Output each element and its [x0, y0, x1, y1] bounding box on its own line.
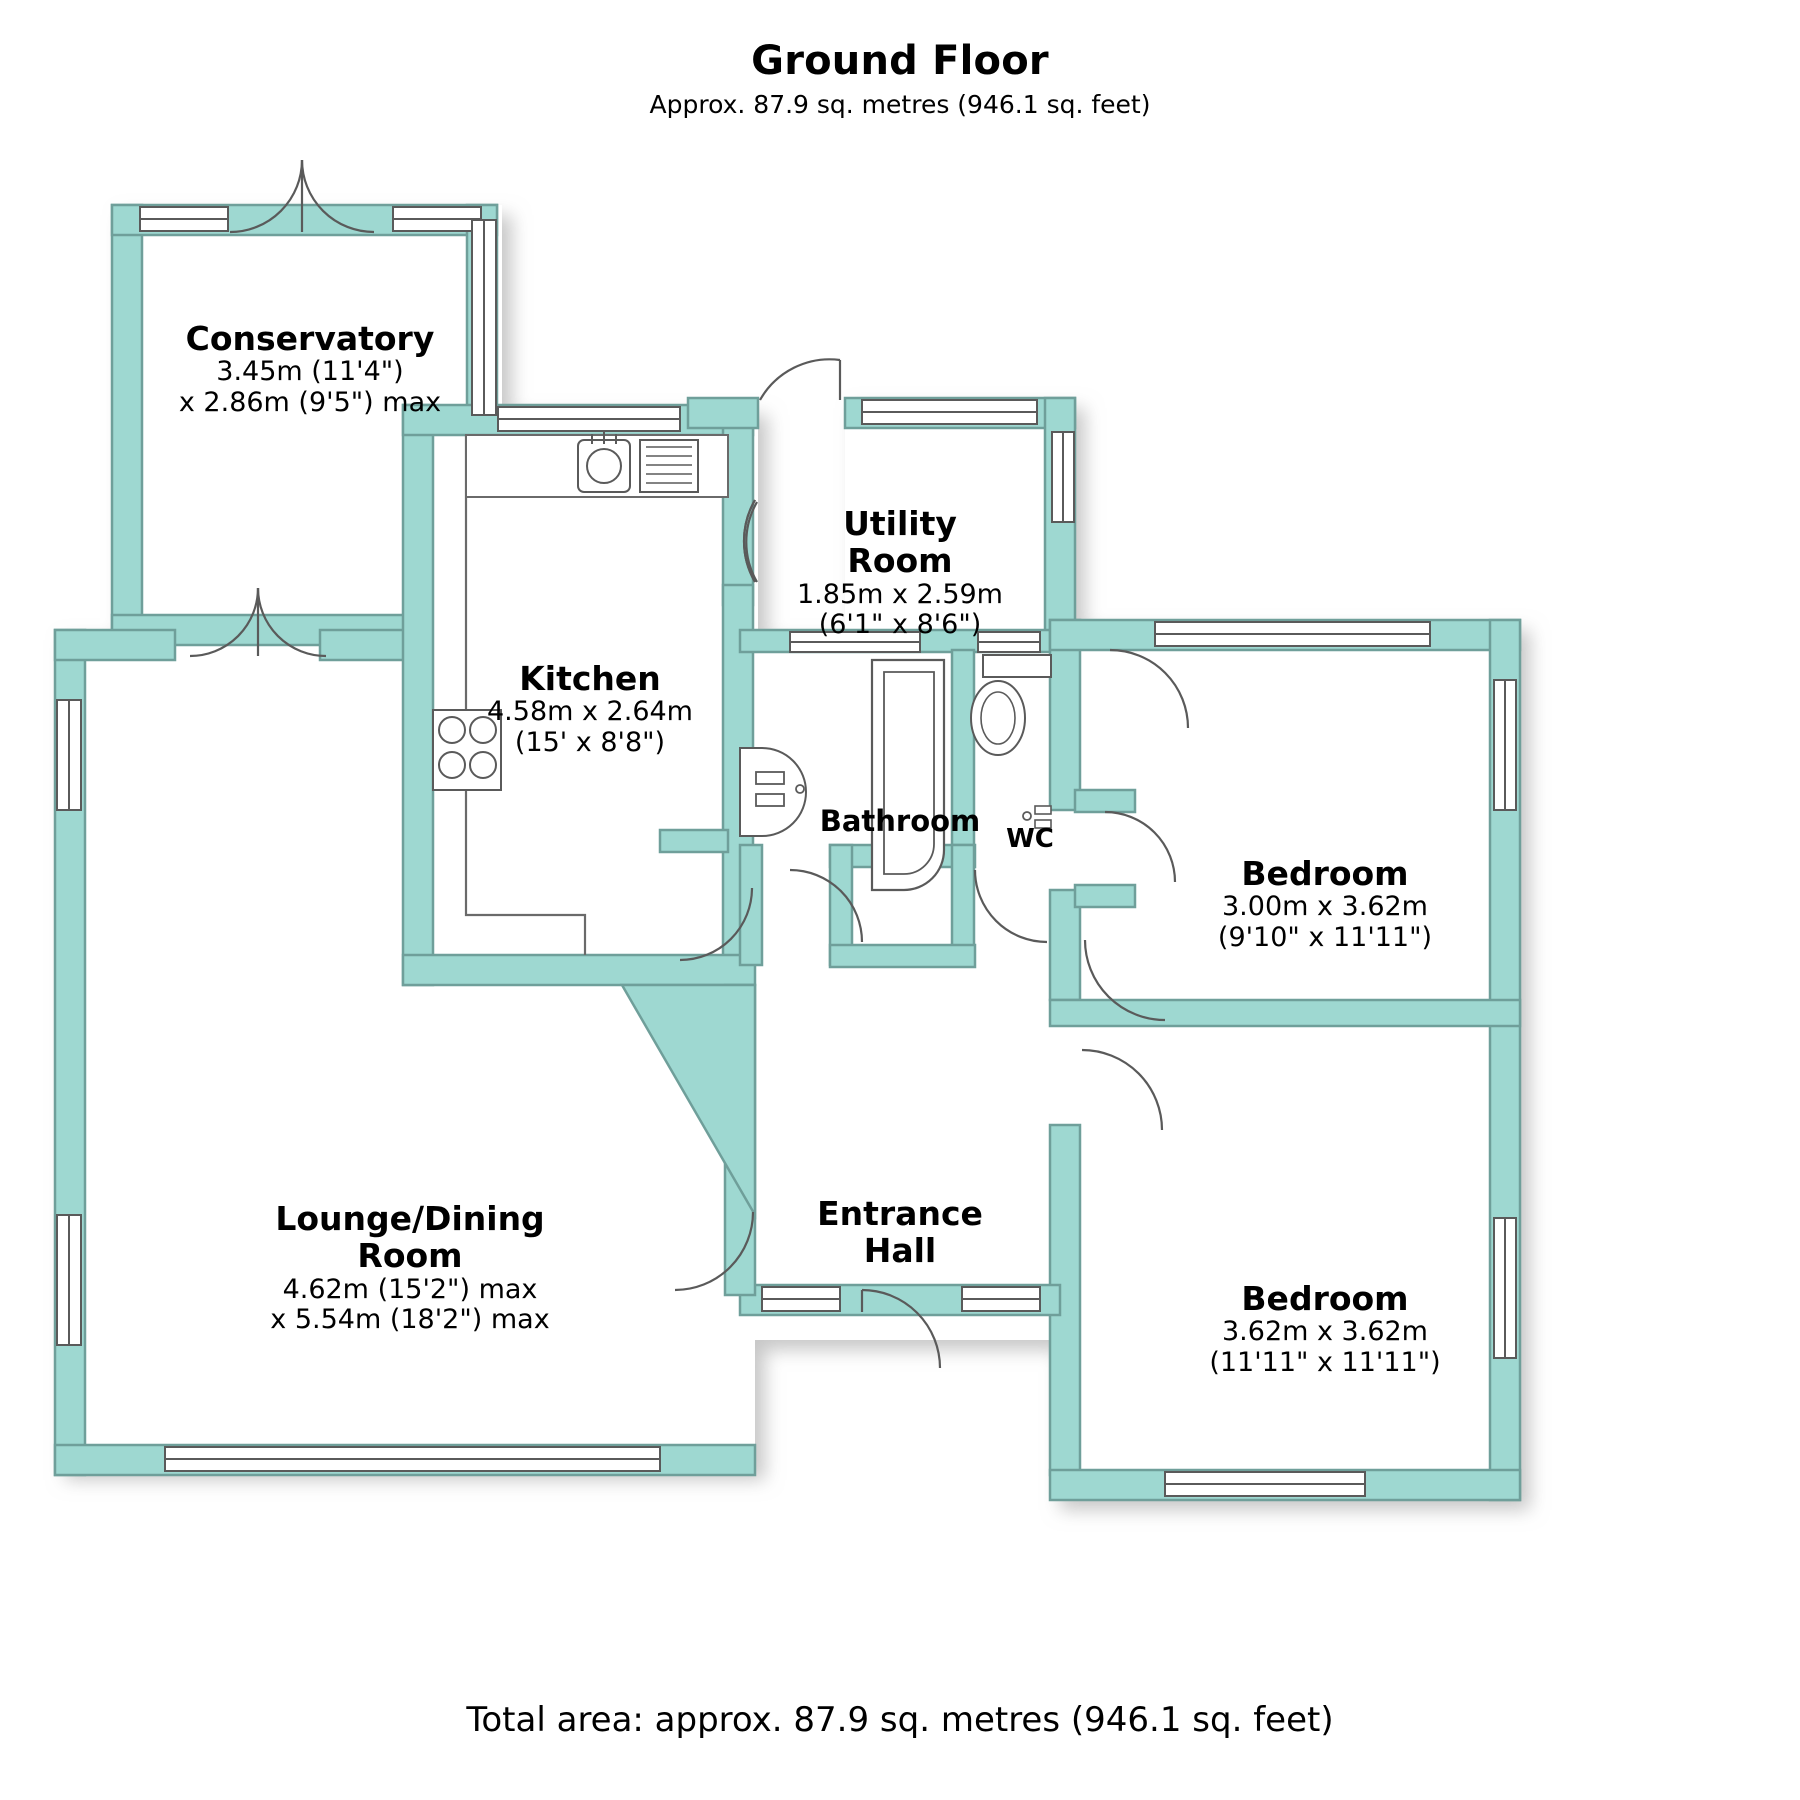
- window-kitchen-top: [497, 406, 681, 432]
- window-bedroom2-bottom: [1164, 1471, 1366, 1497]
- windows: [56, 206, 1517, 1497]
- door-utility-external: [759, 358, 842, 401]
- door-conservatory-french: [229, 159, 375, 234]
- utility-name-1: Utility: [843, 504, 957, 543]
- window-wc-top: [977, 631, 1041, 653]
- bathroom-name: Bathroom: [819, 804, 981, 838]
- kitchen-name: Kitchen: [519, 659, 661, 698]
- window-hall-bottom-right: [961, 1286, 1041, 1312]
- entrance-hall-name-1: Entrance: [817, 1194, 983, 1233]
- bedroom2-dim-1: 3.62m x 3.62m: [1222, 1316, 1428, 1348]
- utility-name-2: Room: [847, 541, 953, 581]
- room-label-conservatory: Conservatory 3.45m (11'4") x 2.86m (9'5"…: [60, 320, 560, 418]
- bedroom1-dim-1: 3.00m x 3.62m: [1222, 891, 1428, 923]
- wc-name: WC: [1006, 824, 1054, 854]
- sink-icon: [577, 432, 631, 493]
- utility-dim-1: 1.85m x 2.59m: [797, 578, 1003, 610]
- window-lounge-left-lower: [56, 1214, 82, 1346]
- page-subtitle: Approx. 87.9 sq. metres (946.1 sq. feet): [649, 90, 1151, 119]
- bedroom2-name: Bedroom: [1241, 1279, 1409, 1318]
- window-lounge-bottom: [164, 1446, 661, 1472]
- fixtures: [432, 432, 1052, 892]
- room-label-bedroom-1: Bedroom 3.00m x 3.62m (9'10" x 11'11"): [1110, 855, 1540, 953]
- wall-conservatory-left: [110, 203, 144, 647]
- kitchen-dim-2: (15' x 8'8"): [514, 726, 666, 758]
- hob-icon: [432, 709, 502, 791]
- inner-lines: [464, 435, 587, 955]
- room-label-lounge-dining-room: Lounge/Dining Room 4.62m (15'2") max x 5…: [175, 1200, 645, 1336]
- entrance-hall-name-2: Hall: [863, 1231, 937, 1271]
- lounge-name-1: Lounge/Dining: [275, 1199, 545, 1238]
- door-kitchen-hall: [742, 499, 756, 583]
- wall-hall-nook-b: [1073, 883, 1137, 909]
- toilet-icon: [970, 654, 1052, 756]
- wall-kitchen-stub: [658, 828, 730, 854]
- window-hall-bottom-left: [761, 1286, 841, 1312]
- window-utility-right: [1051, 431, 1075, 523]
- wall-lounge-topleft: [53, 628, 177, 662]
- door-bedroom2: [1083, 939, 1166, 1022]
- basin-icon: [739, 747, 807, 837]
- window-conservatory-top-right: [392, 206, 482, 232]
- wall-hall-nook-a: [1073, 788, 1137, 814]
- wall-kitchen-utility-link: [686, 396, 760, 430]
- window-bedroom2-right: [1493, 1217, 1517, 1359]
- room-label-utility-room: Utility Room 1.85m x 2.59m (6'1" x 8'6"): [760, 505, 1040, 641]
- door-hall-cupboard: [973, 869, 1048, 944]
- door-lounge-hall: [674, 1211, 755, 1292]
- wall-lounge-splay: [619, 983, 757, 1220]
- window-conservatory-right: [471, 219, 497, 416]
- drainer-icon: [639, 439, 699, 493]
- wall-bedroom-divider: [1048, 998, 1522, 1028]
- room-label-entrance-hall: Entrance Hall: [770, 1195, 1030, 1270]
- wall-right-wing-left-b: [1048, 888, 1082, 1002]
- lounge-dim-1: 4.62m (15'2") max: [282, 1273, 538, 1305]
- door-bedroom2-lower: [1081, 1048, 1164, 1131]
- kitchen-dim-1: 4.58m x 2.64m: [487, 696, 693, 728]
- window-conservatory-top-left: [139, 206, 229, 232]
- utility-dim-2: (6'1" x 8'6"): [818, 609, 982, 641]
- window-bathroom-top: [789, 631, 921, 653]
- wall-lounge-topright: [318, 628, 417, 662]
- door-bathroom: [789, 868, 864, 943]
- wall-hall-cupboard-bottom: [828, 943, 977, 969]
- doors: [189, 159, 1190, 1369]
- room-label-kitchen: Kitchen 4.58m x 2.64m (15' x 8'8"): [410, 660, 770, 758]
- door-front: [860, 1288, 942, 1369]
- room-label-bedroom-2: Bedroom 3.62m x 3.62m (11'11" x 11'11"): [1105, 1280, 1545, 1378]
- bedroom1-name: Bedroom: [1241, 854, 1409, 893]
- page-title: Ground Floor: [751, 38, 1049, 84]
- door-kitchen-arc: [745, 501, 758, 583]
- bath-icon: [870, 658, 1052, 892]
- door-kitchen-lounge: [679, 887, 754, 962]
- wall-kitchen-bottom: [401, 953, 757, 987]
- door-conservatory-lounge: [189, 587, 327, 658]
- window-bedroom1-top: [1154, 621, 1431, 647]
- conservatory-name: Conservatory: [185, 319, 435, 358]
- window-lounge-left-upper: [56, 699, 82, 811]
- bedroom2-dim-2: (11'11" x 11'11"): [1209, 1346, 1441, 1378]
- total-area-footer: Total area: approx. 87.9 sq. metres (946…: [466, 1700, 1334, 1740]
- door-bedroom1-b: [1104, 810, 1177, 883]
- wall-right-wing-left-a: [1048, 618, 1082, 812]
- room-label-bathroom: Bathroom: [790, 805, 1010, 838]
- room-label-wc: WC: [975, 824, 1085, 854]
- window-utility-top: [861, 399, 1038, 425]
- window-bedroom1-right: [1493, 679, 1517, 811]
- conservatory-dim-1: 3.45m (11'4"): [216, 356, 404, 388]
- bedroom1-dim-2: (9'10" x 11'11"): [1217, 921, 1433, 953]
- lounge-name-2: Room: [357, 1236, 463, 1276]
- door-bedroom1: [1109, 648, 1190, 729]
- conservatory-dim-2: x 2.86m (9'5") max: [178, 386, 442, 418]
- lounge-dim-2: x 5.54m (18'2") max: [270, 1304, 550, 1336]
